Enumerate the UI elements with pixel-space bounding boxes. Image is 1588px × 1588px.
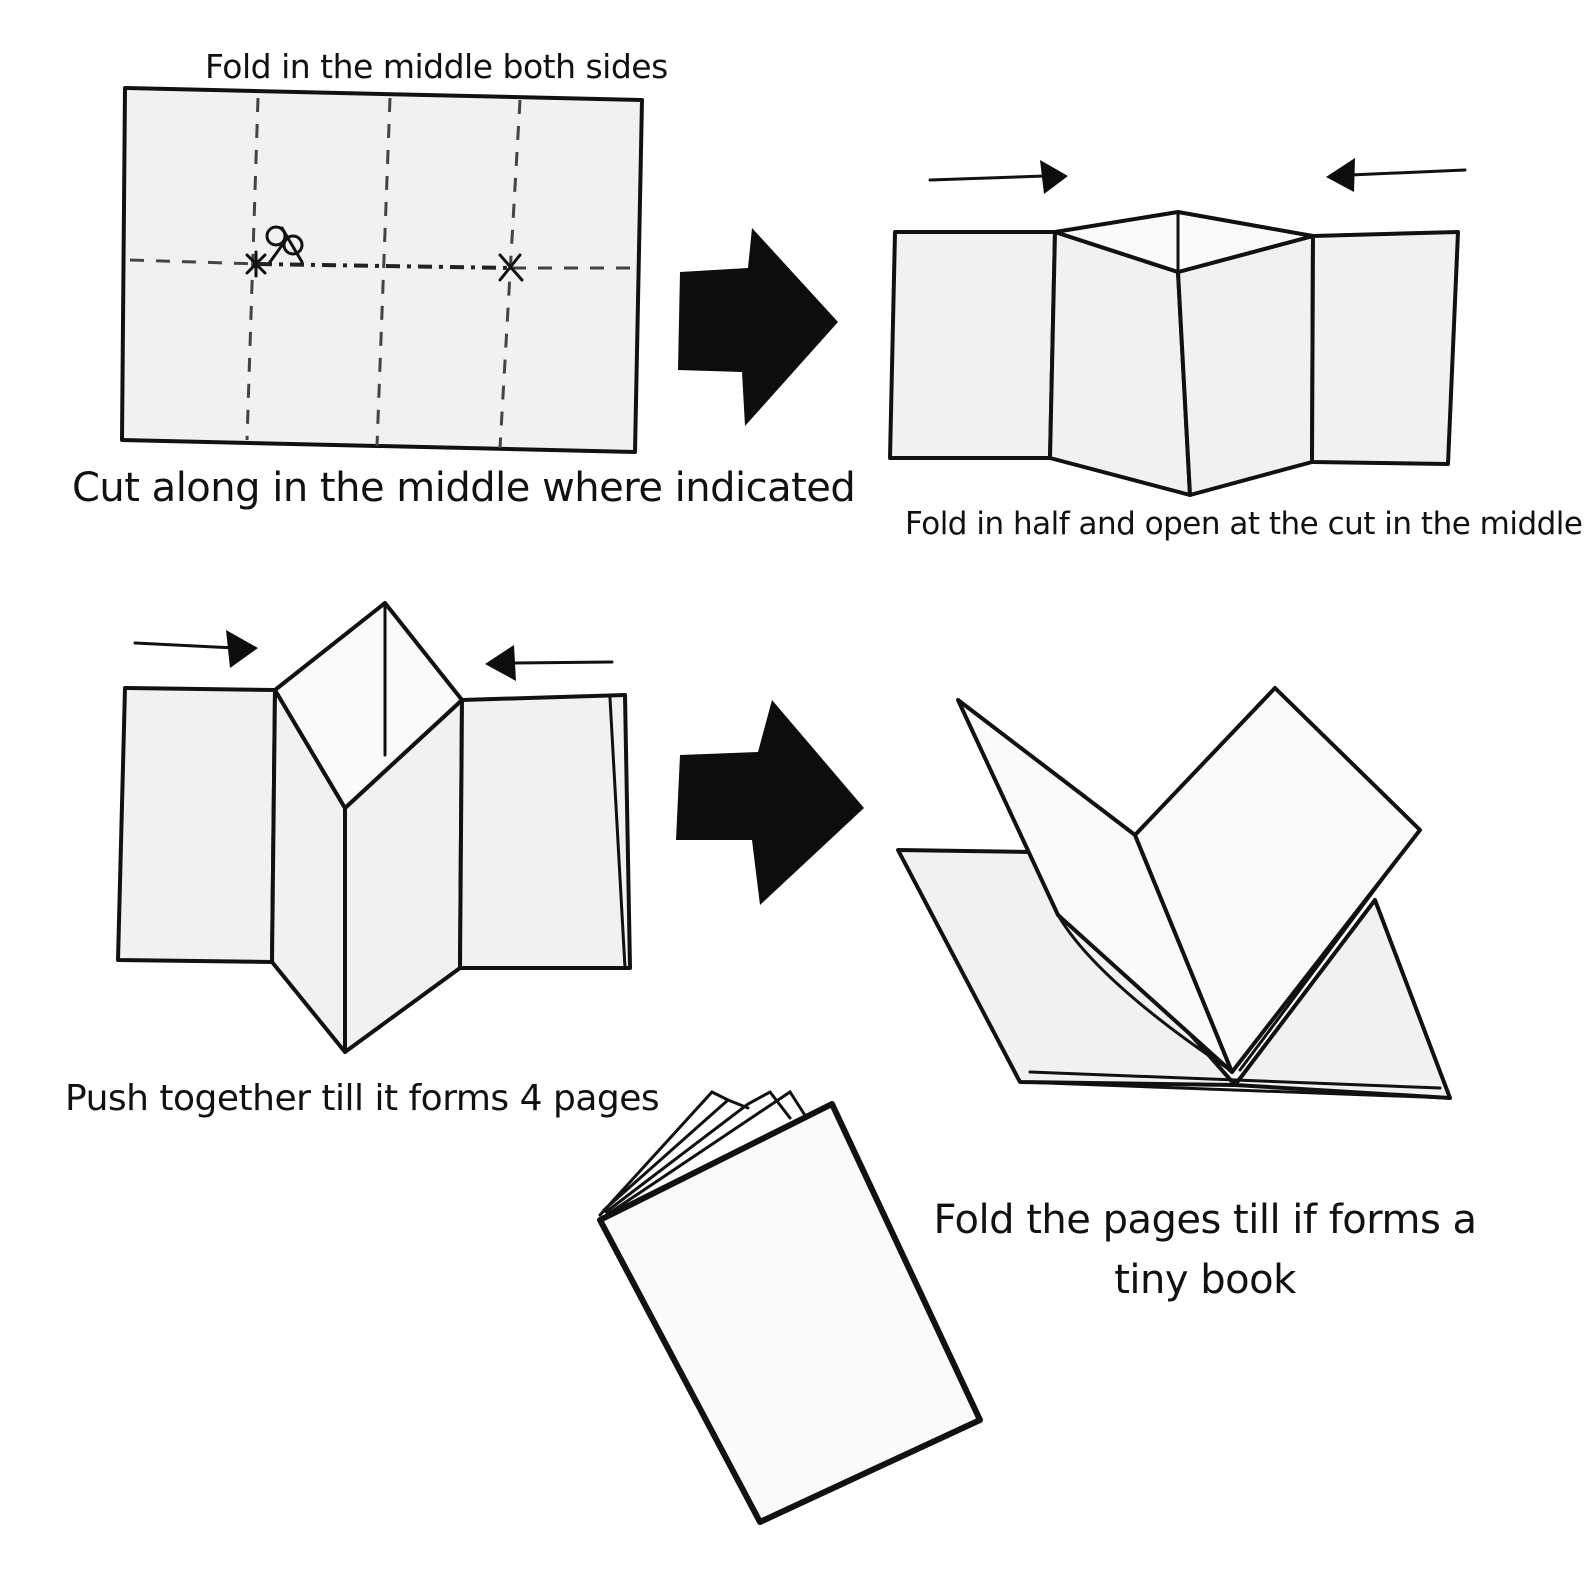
step1-sheet bbox=[120, 86, 644, 454]
scissors-icon bbox=[265, 225, 304, 264]
big-arrow-icon bbox=[676, 700, 864, 905]
push-arrow-icon bbox=[928, 160, 1068, 194]
step4-caption: Fold the pages till if forms a tiny book bbox=[933, 1197, 1477, 1303]
step2-caption: Fold in half and open at the cut in the … bbox=[905, 506, 1583, 542]
cut-end-mark bbox=[498, 253, 524, 282]
step1-cut-caption: Cut along in the middle where indicated bbox=[72, 465, 856, 511]
step5-tiny-book bbox=[597, 1089, 983, 1525]
push-arrow-icon bbox=[133, 630, 258, 668]
cut-start-mark bbox=[245, 250, 267, 278]
push-arrow-icon bbox=[485, 645, 614, 681]
push-arrow-icon bbox=[1326, 158, 1467, 192]
big-arrow-icon bbox=[678, 228, 838, 426]
step2-folded-sheet bbox=[888, 158, 1467, 497]
step3-pushed-sheet bbox=[116, 601, 632, 1054]
step3-caption: Push together till it forms 4 pages bbox=[65, 1078, 660, 1119]
step1-fold-caption: Fold in the middle both sides bbox=[205, 47, 668, 86]
step4-open-pages bbox=[896, 686, 1452, 1100]
